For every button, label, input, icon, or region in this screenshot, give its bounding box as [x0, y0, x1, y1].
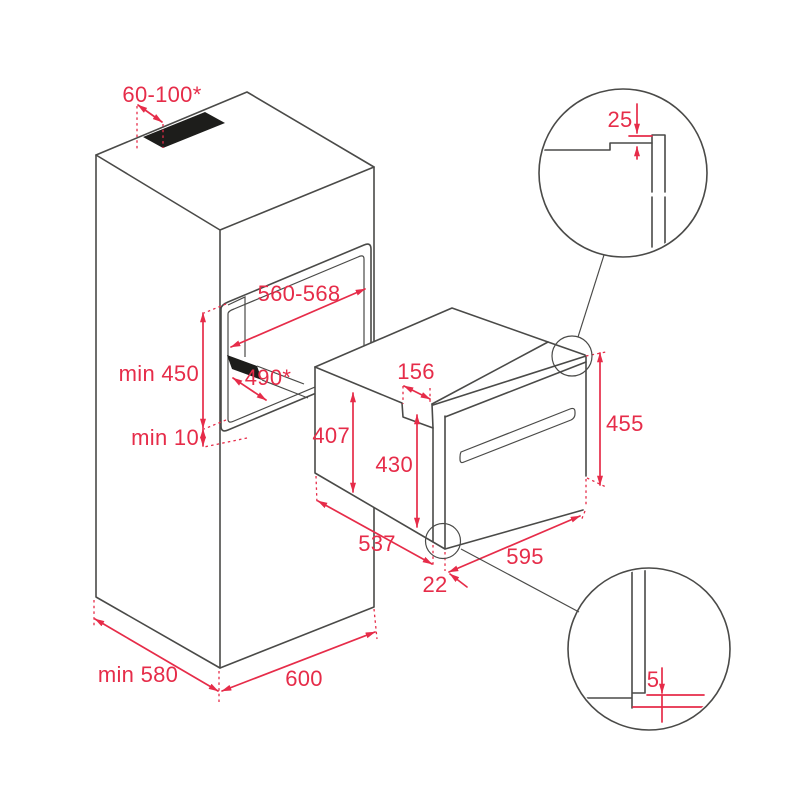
detail-marker-top [551, 335, 593, 377]
dim-label-front-width: 595 [506, 544, 544, 569]
oven-frame-back-edge [431, 341, 549, 405]
cabinet-edges [95, 154, 375, 669]
vent-opening [143, 112, 225, 148]
dim-label-cabinet-depth: min 580 [98, 662, 178, 687]
detail-markers [424, 254, 605, 613]
detail-view-top: 25 [538, 88, 708, 258]
dim-label-niche-width: 560-568 [258, 281, 341, 306]
door-handle [459, 407, 576, 464]
dim-label-body-depth: 537 [358, 531, 396, 556]
oven-door-top-edge [444, 361, 587, 418]
dim-label-shelf-depth: 490* [245, 365, 292, 390]
oven-frame-front-edge [432, 355, 587, 406]
detail-view-bottom: 5 [567, 567, 731, 731]
cabinet-dimensions: 60-100* 560-568 min 450 min 10 490* min … [93, 82, 378, 702]
connector-top [577, 254, 605, 338]
dim-label-top-recess: 156 [397, 359, 435, 384]
dim-label-detail-bottom: 5 [647, 667, 660, 692]
dim-label-front-height: 455 [606, 411, 644, 436]
oven-front-edge [431, 403, 434, 543]
oven-dimensions: 156 407 430 455 537 595 22 [312, 351, 644, 597]
dim-label-niche-height: min 450 [119, 361, 199, 386]
detail-marker-bottom [424, 522, 462, 560]
dim-label-detail-top: 25 [607, 107, 632, 132]
niche-shelf [227, 355, 262, 380]
detail-top-door-profile [651, 134, 666, 248]
dim-label-vent: 60-100* [122, 82, 201, 107]
connector-bottom [460, 548, 580, 613]
dim-label-door-overhang: 22 [422, 572, 447, 597]
dim-label-door-height: 430 [375, 452, 413, 477]
niche-floor-lines [256, 365, 309, 399]
dim-label-bottom-clearance: min 10 [131, 425, 199, 450]
dim-label-body-height: 407 [312, 423, 350, 448]
detail-bottom-door-profile [583, 570, 646, 709]
detail-top-cabinet-profile [541, 142, 653, 151]
dim-label-cabinet-width: 600 [285, 666, 323, 691]
